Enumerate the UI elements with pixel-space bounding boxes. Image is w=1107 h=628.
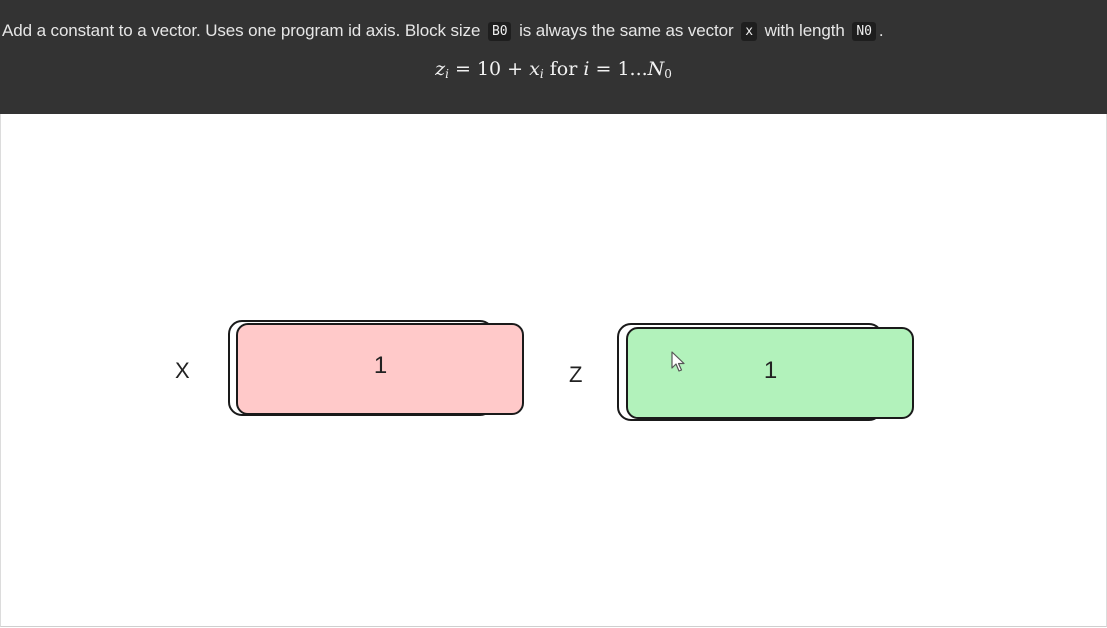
formula-range-end-sub: 0 [664,67,672,81]
description-text-2: is always the same as vector [519,21,734,40]
x-block-value: 1 [373,352,388,379]
x-label: X [175,358,190,383]
z-label: Z [569,362,583,387]
formula-rhs-sub: i [539,67,544,81]
code-b0: B0 [487,22,512,41]
formula-range-end-var: N [647,58,665,80]
code-x: x [741,22,757,41]
description-text-4: . [878,21,884,40]
x-block[interactable]: 1 [228,320,526,418]
header: Add a constant to a vector. Uses one pro… [0,0,1107,114]
z-block-value: 1 [763,357,778,384]
formula-equals: = [454,58,471,80]
formula-rhs-var: x [529,58,540,80]
x-block-cell [236,323,524,415]
formula-loop-var: i [583,58,590,80]
description: Add a constant to a vector. Uses one pro… [2,21,884,41]
formula-equals-2: = [595,58,612,80]
formula-plus: + [507,58,524,80]
formula-ellipsis: ... [629,58,648,80]
formula-lhs-var: z [435,58,446,80]
formula-for-word: for [549,58,578,80]
code-n0: N0 [852,22,876,41]
formula: zi = 10 + xi for i = 1...N0 [0,58,1107,81]
formula-lhs-sub: i [445,67,449,81]
mouse-pointer-icon [671,351,685,378]
description-text-3: with length [764,21,845,40]
z-block-cell [626,327,914,419]
description-text-1: Add a constant to a vector. Uses one pro… [2,21,481,40]
formula-range-start: 1 [617,58,630,80]
z-block[interactable]: 1 [617,323,915,423]
diagram-canvas[interactable] [0,114,1107,627]
formula-constant: 10 [476,58,502,80]
